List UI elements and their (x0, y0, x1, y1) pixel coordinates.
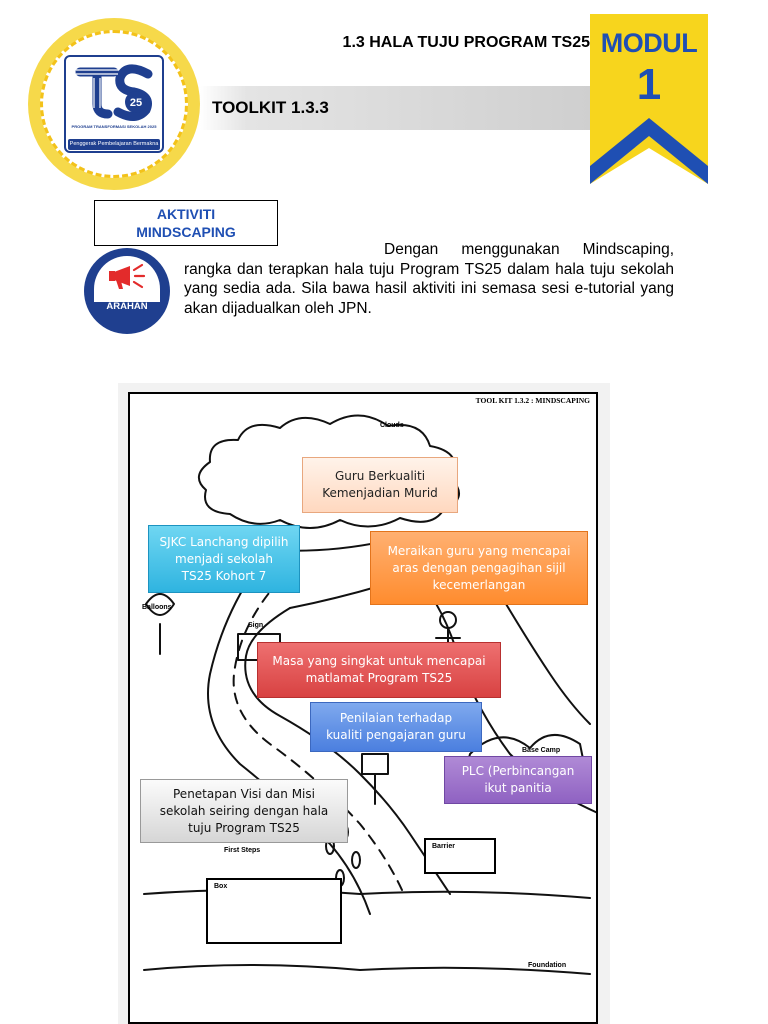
worksheet-title: TOOL KIT 1.3.2 : MINDSCAPING (475, 396, 590, 405)
note-line: Masa yang singkat untuk mencapai (272, 654, 486, 668)
toolkit-bar (200, 86, 590, 130)
note-visi-misi: Penetapan Visi dan Misi sekolah seiring … (140, 779, 348, 843)
empty-box: Box (206, 878, 342, 944)
label-sign: Sign (248, 622, 264, 629)
note-meraikan-guru: Meraikan guru yang mencapai aras dengan … (370, 531, 588, 605)
ts25-logo-mark: 25 (75, 64, 153, 121)
note-line: sekolah seiring dengan hala (159, 803, 329, 818)
megaphone-icon (109, 263, 146, 289)
activity-title-box (94, 200, 278, 246)
note-line: ikut panitia (484, 781, 552, 795)
note-line: aras dengan pengagihan sijil (392, 560, 566, 575)
modul-flag-banner (590, 14, 708, 184)
modul-word: MODUL (600, 28, 698, 58)
note-masa-singkat: Masa yang singkat untuk mencapai matlama… (257, 642, 501, 698)
ts25-logo-tagline: Penggerak Pembelajaran Bermakna (68, 139, 160, 150)
svg-text:25: 25 (130, 97, 142, 109)
label-base-camp: Base Camp (522, 747, 561, 754)
activity-title-line2: MINDSCAPING (136, 224, 236, 240)
note-line: SJKC Lanchang dipilih (159, 534, 289, 549)
note-penilaian: Penilaian terhadap kualiti pengajaran gu… (310, 702, 482, 752)
module-title: 1.3 HALA TUJU PROGRAM TS25 (342, 34, 590, 51)
note-sjkc-lanchang: SJKC Lanchang dipilih menjadi sekolah TS… (148, 525, 300, 593)
note-line: kualiti pengajaran guru (326, 728, 466, 742)
label-first-steps: First Steps (224, 847, 261, 854)
label-balloons: Balloons (142, 604, 172, 611)
note-line: TS25 Kohort 7 (181, 568, 267, 583)
instruction-text: Dengan menggunakan Mindscaping, rangka d… (184, 241, 674, 317)
note-guru-berkualiti: Guru Berkualiti Kemenjadian Murid (302, 457, 458, 513)
activity-instruction: Dengan menggunakan Mindscaping, rangka d… (184, 240, 674, 318)
ts25-logo-subtitle: PROGRAM TRANSFORMASI SEKOLAH 2025 (71, 124, 157, 129)
note-line: Meraikan guru yang mencapai (387, 543, 571, 558)
note-line: Guru Berkualiti (334, 469, 426, 483)
note-line: menjadi sekolah (175, 551, 273, 566)
arahan-label: ARAHAN (106, 301, 148, 312)
label-foundation: Foundation (528, 962, 567, 969)
note-line: Penetapan Visi dan Misi (173, 786, 315, 801)
note-line: Kemenjadian Murid (322, 486, 438, 500)
label-clouds: Clouds (380, 422, 404, 429)
label-barrier: Barrier (432, 843, 455, 850)
note-line: tuju Program TS25 (188, 820, 300, 835)
barrier-box: Barrier (424, 838, 496, 874)
modul-number: 1 (636, 60, 662, 109)
note-line: kecemerlangan (432, 577, 526, 592)
label-box: Box (214, 883, 228, 890)
toolkit-label: TOOLKIT 1.3.3 (212, 98, 329, 117)
note-line: PLC (Perbincangan (461, 764, 575, 778)
activity-title-line1: AKTIVITI (156, 206, 216, 222)
note-plc: PLC (Perbincangan ikut panitia (444, 756, 592, 804)
note-line: Penilaian terhadap (339, 711, 453, 725)
note-line: matlamat Program TS25 (305, 671, 453, 685)
